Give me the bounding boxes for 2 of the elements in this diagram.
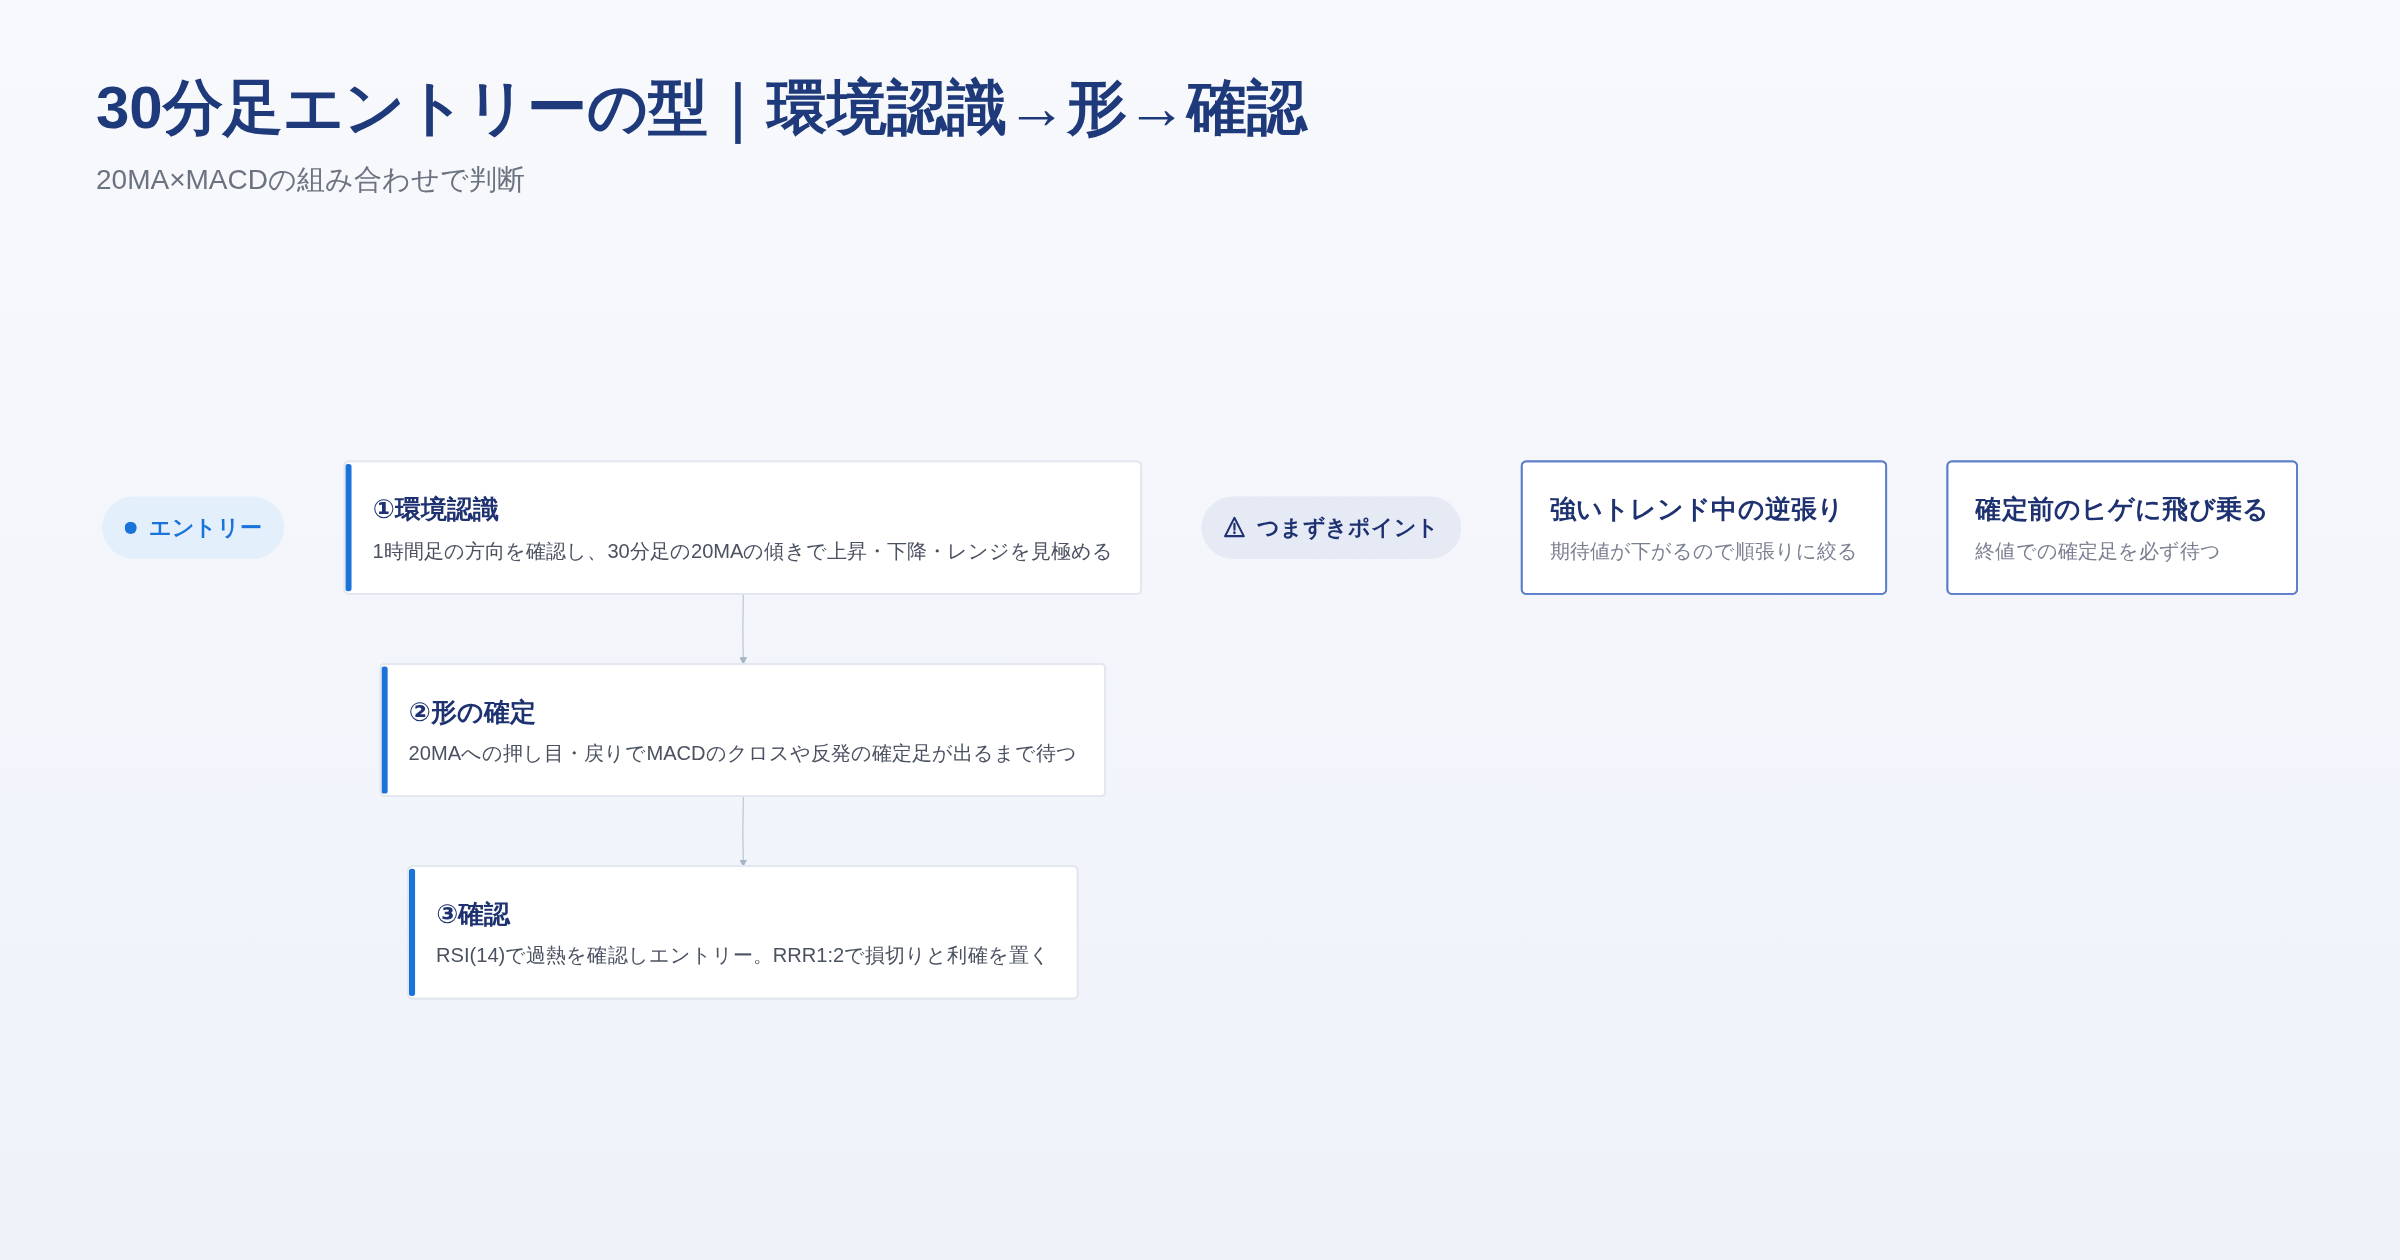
subtitle: 20MA×MACDの組み合わせで判断	[96, 163, 525, 197]
title: 30分足エントリーの型｜環境認識→形→確認	[96, 72, 1307, 144]
